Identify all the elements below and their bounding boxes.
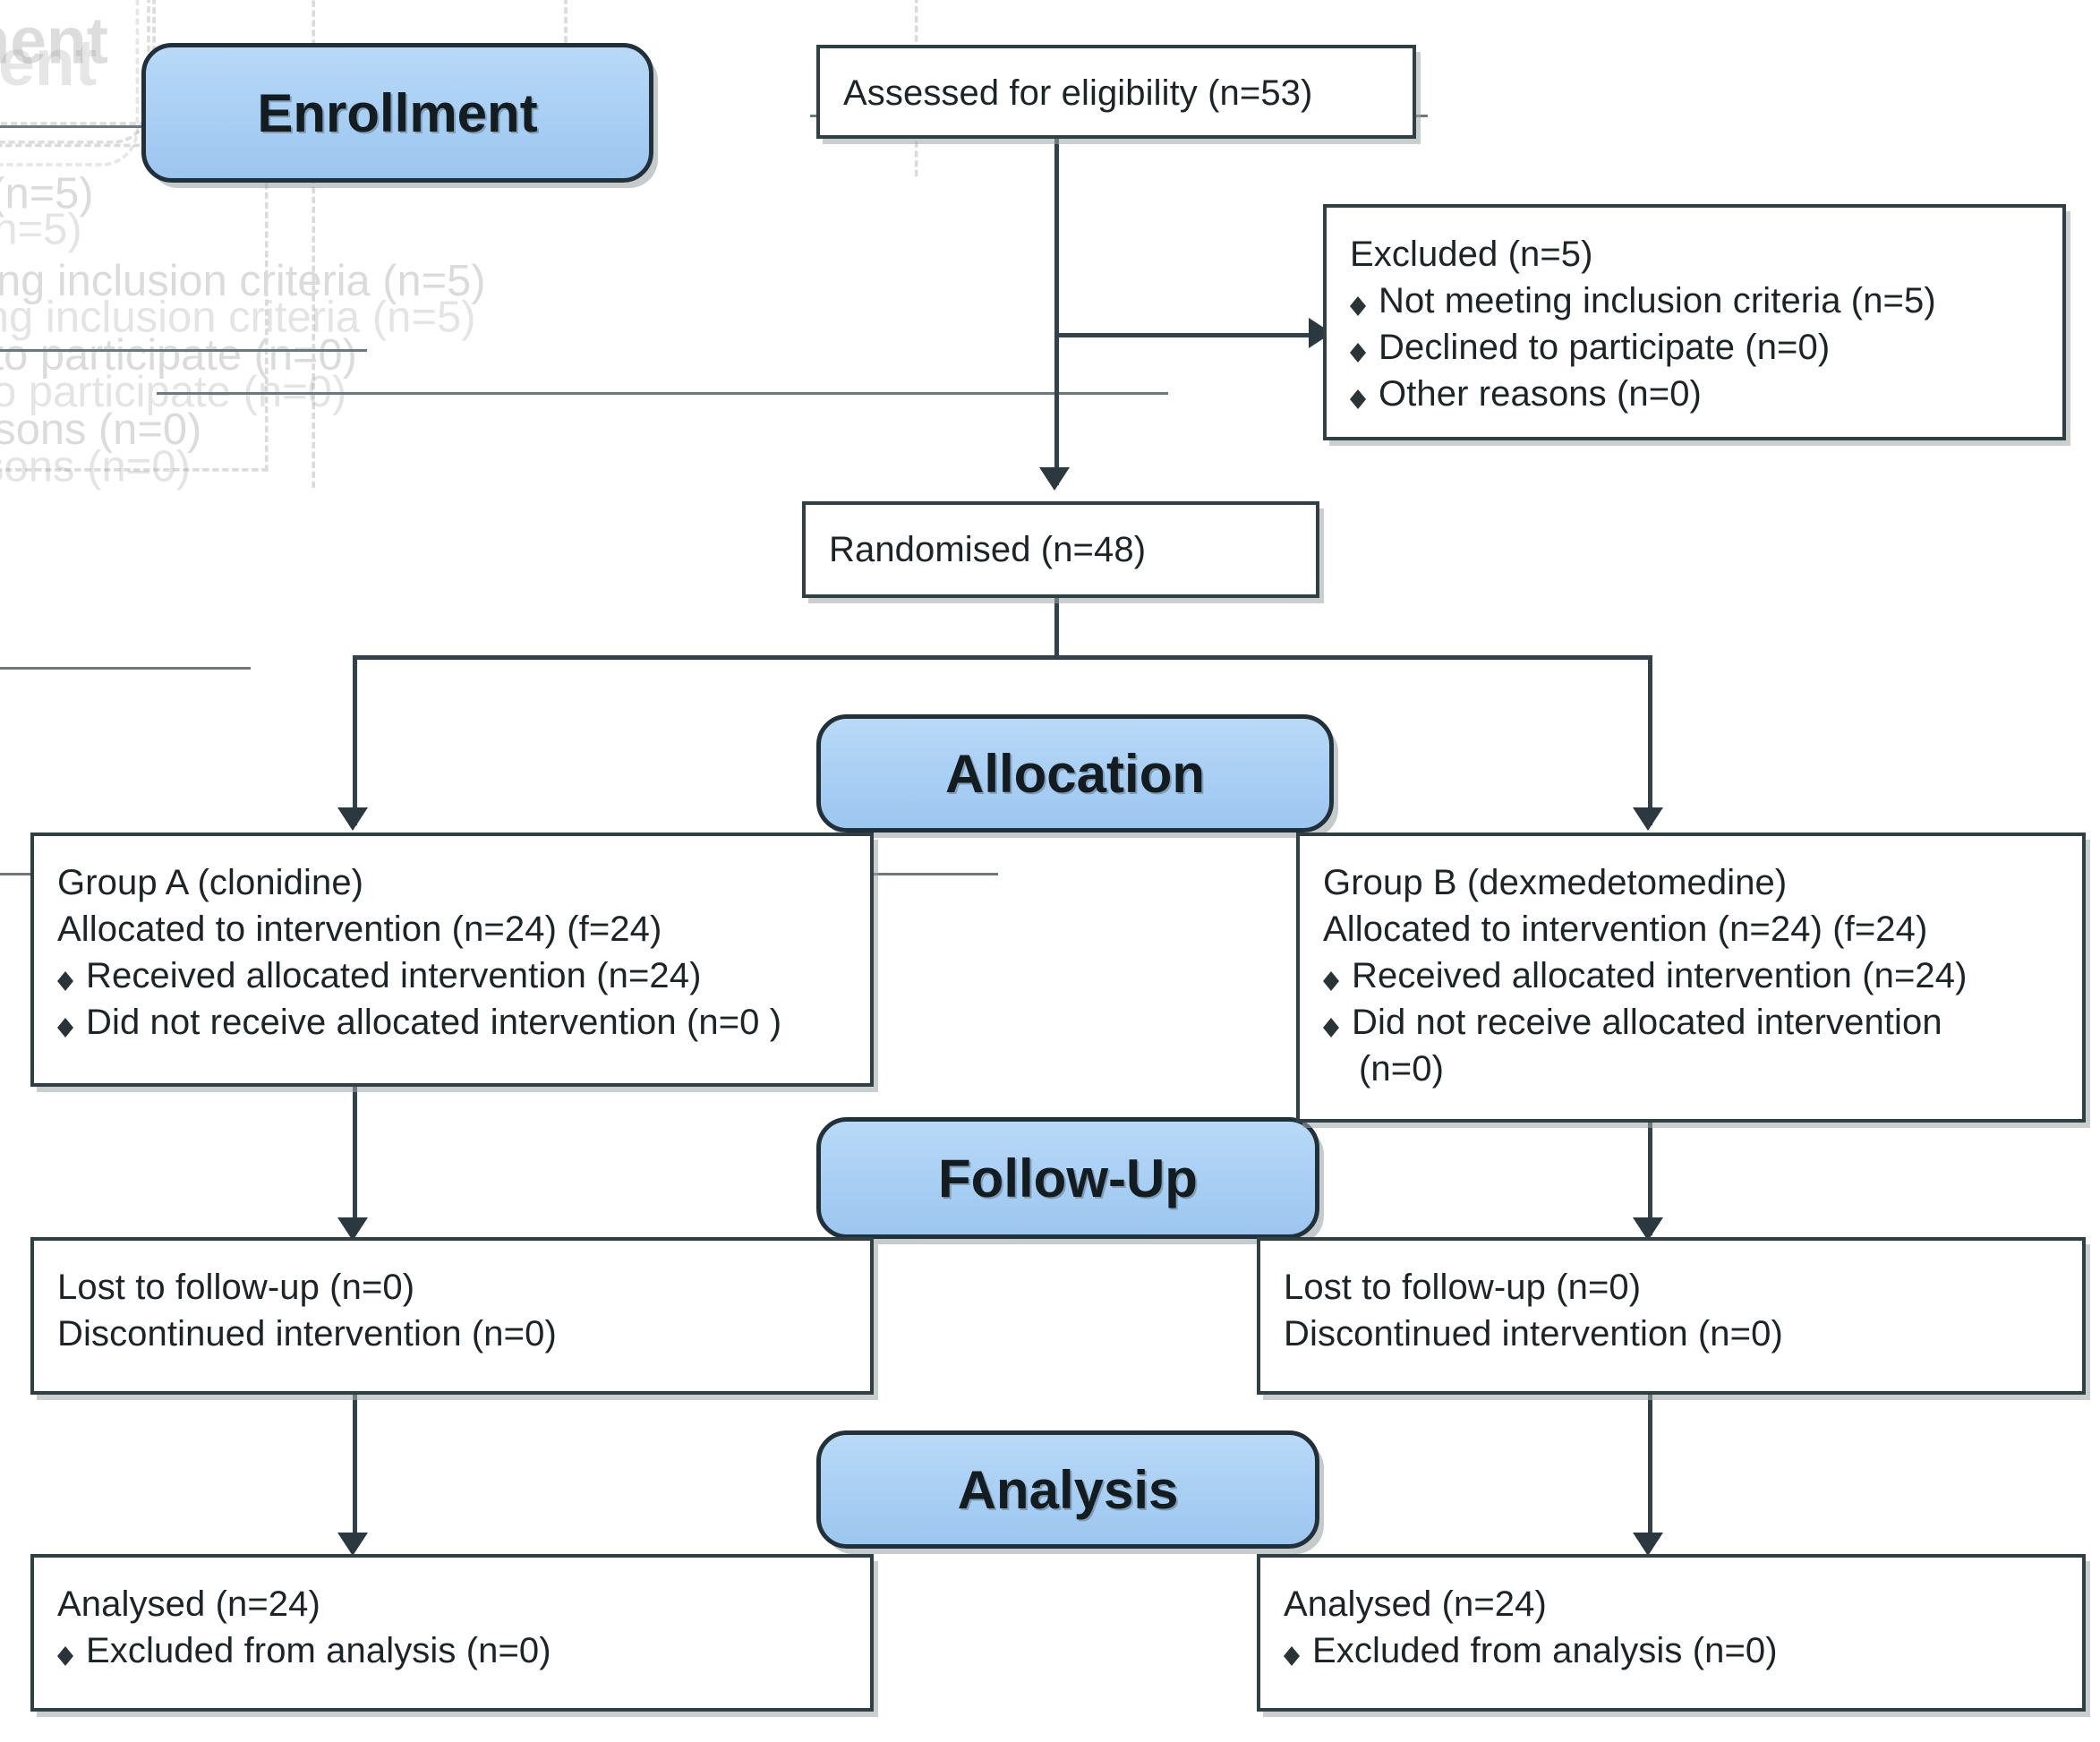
- connector-assessed-to-excluded: [1054, 333, 1323, 337]
- ghost2-enrollment-label: Enrollment: [0, 25, 98, 99]
- diamond-bullet-icon: [57, 1645, 73, 1666]
- stage-label-followup: Follow-Up: [938, 1148, 1198, 1208]
- analysis-a-bullet-1: Excluded from analysis (n=0): [57, 1627, 847, 1674]
- connector-randomised-stem: [1054, 596, 1059, 659]
- ghost2-excluded-bullet-3: Other reasons (n=0): [0, 442, 191, 491]
- connector-assessed-to-randomised: [1054, 136, 1059, 485]
- stage-pill-followup: Follow-Up: [816, 1117, 1319, 1239]
- diamond-bullet-icon: [1284, 1645, 1300, 1666]
- connector-followup-a-to-analysis: [353, 1395, 357, 1547]
- analysis-b-bullet-1: Excluded from analysis (n=0): [1284, 1627, 2059, 1674]
- arrow-assessed-to-randomised: [1039, 467, 1070, 491]
- node-analysis-group-a: Analysed (n=24) Excluded from analysis (…: [30, 1554, 874, 1712]
- diamond-bullet-icon: [1323, 1017, 1339, 1038]
- node-group-a-allocation: Group A (clonidine) Allocated to interve…: [30, 833, 874, 1087]
- stage-label-analysis: Analysis: [957, 1459, 1179, 1520]
- followup-a-line-2: Discontinued intervention (n=0): [57, 1314, 557, 1353]
- group-b-title: Group B (dexmedetomedine): [1323, 863, 1788, 902]
- group-a-bullet-2: Did not receive allocated intervention (…: [57, 999, 847, 1046]
- group-a-allocated: Allocated to intervention (n=24) (f=24): [57, 909, 662, 949]
- group-b-bullet-2-continuation: (n=0): [1359, 1049, 1444, 1089]
- diamond-bullet-icon: [57, 970, 73, 991]
- assessed-text: Assessed for eligibility (n=53): [843, 73, 1313, 113]
- ghost-enrollment-label: Enrollment: [0, 3, 109, 77]
- diamond-bullet-icon: [57, 1017, 73, 1038]
- randomised-text: Randomised (n=48): [829, 530, 1147, 569]
- node-assessed-for-eligibility: Assessed for eligibility (n=53): [816, 45, 1416, 139]
- arrow-followup-a-to-analysis: [337, 1533, 368, 1556]
- ghost-excluded-bullet-1: Not meeting inclusion criteria (n=5): [0, 257, 486, 306]
- ghost2-excluded-heading: Excluded (n=5): [0, 205, 82, 254]
- followup-b-line-2: Discontinued intervention (n=0): [1284, 1314, 1783, 1353]
- ghost-excluded-bullet-3: Other reasons (n=0): [0, 406, 202, 455]
- node-randomised: Randomised (n=48): [802, 501, 1319, 598]
- diamond-bullet-icon: [1350, 342, 1366, 363]
- arrow-to-group-a: [337, 807, 368, 831]
- group-b-allocated: Allocated to intervention (n=24) (f=24): [1323, 909, 1928, 949]
- arrow-followup-b-to-analysis: [1633, 1533, 1663, 1556]
- node-group-b-allocation: Group B (dexmedetomedine) Allocated to i…: [1296, 833, 2086, 1123]
- group-a-bullet-1: Received allocated intervention (n=24): [57, 952, 847, 999]
- ghost2-excluded-bullet-1: Not meeting inclusion criteria (n=5): [0, 293, 476, 342]
- arrow-group-b-to-followup: [1633, 1217, 1663, 1241]
- analysis-b-line-1: Analysed (n=24): [1284, 1584, 1547, 1624]
- node-excluded: Excluded (n=5) Not meeting inclusion cri…: [1323, 204, 2066, 440]
- node-analysis-group-b: Analysed (n=24) Excluded from analysis (…: [1257, 1554, 2086, 1712]
- arrow-to-group-b: [1633, 807, 1663, 831]
- ghost-excluded-heading: Excluded (n=5): [0, 169, 94, 218]
- excluded-bullet-3: Other reasons (n=0): [1350, 371, 2039, 417]
- group-b-bullet-2: Did not receive allocated intervention: [1323, 999, 2059, 1046]
- stage-pill-allocation: Allocation: [816, 714, 1334, 833]
- stage-pill-enrollment: Enrollment: [141, 43, 653, 183]
- stray-rule-3: [0, 667, 251, 670]
- group-b-bullet-1: Received allocated intervention (n=24): [1323, 952, 2059, 999]
- analysis-a-line-1: Analysed (n=24): [57, 1584, 320, 1624]
- stage-label-allocation: Allocation: [944, 743, 1205, 804]
- diamond-bullet-icon: [1323, 970, 1339, 991]
- node-followup-group-a: Lost to follow-up (n=0) Discontinued int…: [30, 1237, 874, 1395]
- arrow-group-a-to-followup: [337, 1217, 368, 1241]
- diamond-bullet-icon: [1350, 389, 1366, 409]
- stray-rule-5: [157, 392, 1168, 395]
- followup-a-line-1: Lost to follow-up (n=0): [57, 1268, 415, 1307]
- stage-label-enrollment: Enrollment: [257, 82, 538, 143]
- connector-group-b-to-followup: [1648, 1121, 1652, 1235]
- excluded-bullet-2: Declined to participate (n=0): [1350, 324, 2039, 371]
- followup-b-line-1: Lost to follow-up (n=0): [1284, 1268, 1642, 1307]
- excluded-heading: Excluded (n=5): [1350, 235, 1593, 274]
- connector-group-a-to-followup: [353, 1085, 357, 1233]
- node-followup-group-b: Lost to follow-up (n=0) Discontinued int…: [1257, 1237, 2086, 1395]
- excluded-bullet-1: Not meeting inclusion criteria (n=5): [1350, 278, 2039, 324]
- connector-allocation-split: [354, 655, 1652, 660]
- connector-to-group-a: [353, 655, 357, 825]
- connector-to-group-b: [1648, 655, 1652, 825]
- connector-followup-b-to-analysis: [1648, 1395, 1652, 1547]
- stray-rule-2: [0, 349, 367, 352]
- stage-pill-analysis: Analysis: [816, 1430, 1319, 1549]
- ghost-excluded-bullet-2: Declined to participate (n=0): [0, 331, 357, 380]
- diamond-bullet-icon: [1350, 295, 1366, 316]
- group-a-title: Group A (clonidine): [57, 863, 364, 902]
